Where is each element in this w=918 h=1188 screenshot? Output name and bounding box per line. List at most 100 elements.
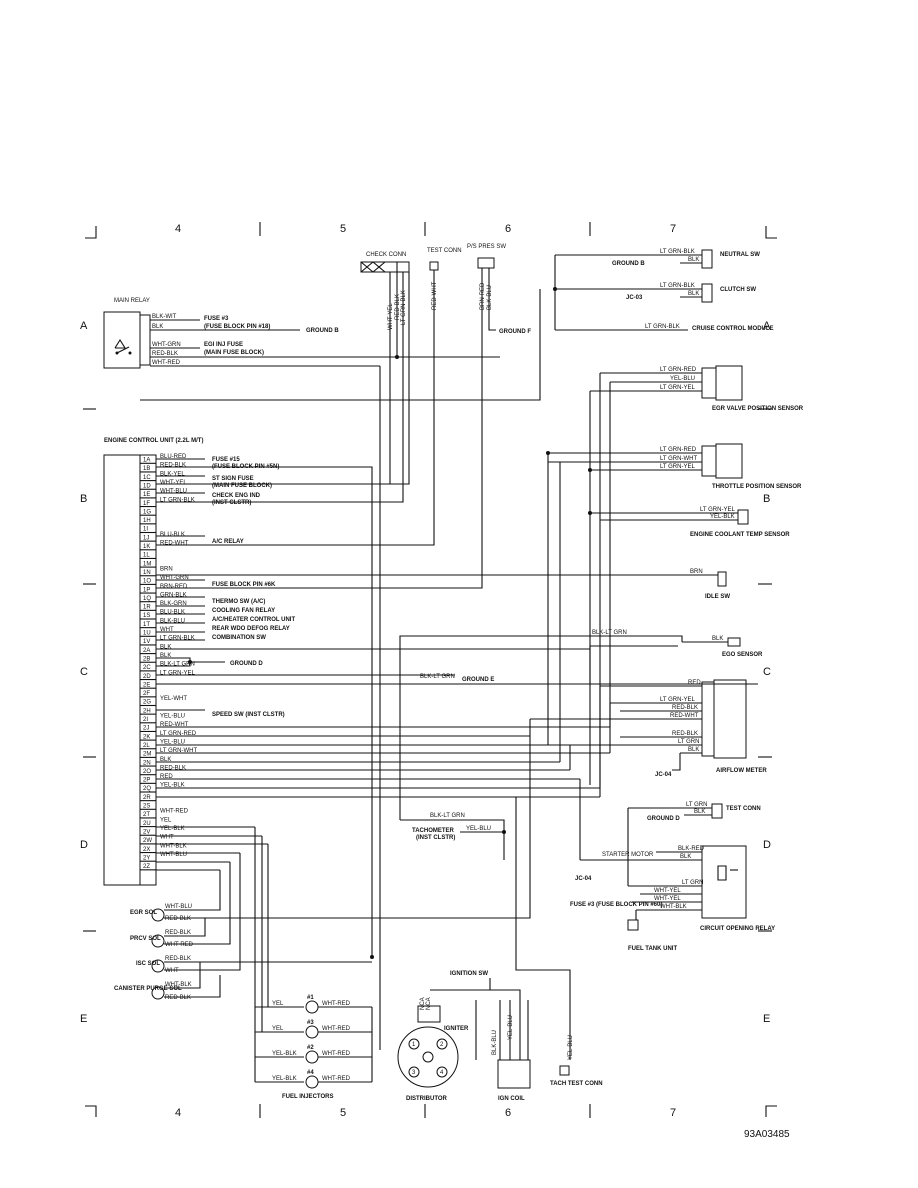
wire-label: LT GRN-BLK — [645, 324, 680, 330]
ign-coil-label: IGN COIL — [498, 1096, 525, 1102]
ecu-pin-1o: 1O — [143, 579, 151, 585]
ecu-pin-list: 1A1B1C1D1E1F1G1H1I1J1K1L1M1N1O1P1Q1R1S1T… — [140, 458, 156, 871]
row-label-right-e: E — [763, 1013, 770, 1025]
injector-wire-label: YEL-BLK — [272, 1051, 297, 1057]
corner-marks — [83, 222, 777, 1118]
ecu-wire-label-2i: YEL-BLU — [160, 714, 185, 720]
wire-label: RED — [688, 680, 701, 686]
wire-label: RED-BLK — [672, 705, 698, 711]
wire-label: BLK-BLU — [487, 285, 493, 310]
ecu-wire-label-1a: BLU-RED — [160, 454, 187, 460]
ecu-pin-2v: 2V — [143, 829, 150, 835]
ecu-pin-2y: 2Y — [143, 855, 150, 861]
tach-test-conn-label: TACH TEST CONN — [550, 1081, 603, 1087]
test-conn-right-label: TEST CONN — [726, 806, 761, 812]
distributor-terminal-number: 4 — [440, 1070, 444, 1076]
throttle-label: THROTTLE POSITION SENSOR — [712, 484, 802, 490]
ecu-pin-2l: 2L — [143, 743, 150, 749]
wire-label: YEL-BLU — [670, 376, 695, 382]
wire-label: LT GRN — [686, 802, 707, 808]
check-conn: CHECK CONN WHT-YEL RED-BLK LT GRN-BLK — [140, 252, 410, 503]
jc04-label-2: JC-04 — [575, 876, 592, 882]
wire-label: WHT-YEL — [654, 888, 681, 894]
ecu-wire-label-1n: BRN — [160, 566, 173, 572]
ecu-pin-2p: 2P — [143, 778, 150, 784]
wire-label: RED-WHT — [432, 281, 438, 310]
injector-wire-label: YEL-BLK — [272, 1076, 297, 1082]
injector-4 — [305, 1075, 319, 1089]
ecu-pin-2k: 2K — [143, 734, 150, 740]
col-label-top-6: 6 — [505, 223, 511, 235]
ecu-wire-label-1c: BLK-YEL — [160, 471, 185, 477]
ecu-wire-label-1r: BLK-GRN — [160, 601, 187, 607]
ecu-pin-1e: 1E — [143, 492, 150, 498]
ecu-pin-2h: 2H — [143, 708, 151, 714]
ecu-wire-label-2p: RED — [160, 774, 173, 780]
ecu-wire-label-1o: WHT-GRN — [160, 575, 189, 581]
ecu-pin-2n: 2N — [143, 760, 151, 766]
ecu-wire-label-2o: RED-BLK — [160, 765, 186, 771]
wire-label: WHT-YEL — [388, 303, 394, 330]
distributor-terminal — [436, 1038, 448, 1050]
ecu-pin-1p: 1P — [143, 587, 150, 593]
ecu-wire-label-2x: WHT-BLK — [160, 843, 187, 849]
wire-label: WHT-BLK — [165, 982, 192, 988]
col-label-bottom-5: 5 — [340, 1107, 346, 1119]
ps-pres-sw-label: P/S PRES SW — [467, 244, 506, 250]
wire-label: WHT-BLU — [165, 904, 192, 910]
inst-clstr-label-2: (INST CLSTR) — [416, 835, 455, 841]
ecu-pin-1l: 1L — [143, 553, 150, 559]
ecu-wire-label-1q: GRN-BLK — [160, 592, 187, 598]
ecu-wires — [156, 373, 758, 957]
wire-label: RED-BLK — [165, 916, 191, 922]
ecu-wire-label-2g: YEL-WHT — [160, 696, 187, 702]
row-label-right-c: C — [763, 666, 771, 678]
ecu-pin-2t: 2T — [143, 812, 150, 818]
injector-1 — [305, 1000, 319, 1014]
distributor-terminal — [408, 1038, 420, 1050]
ecu-pin-2r: 2R — [143, 795, 151, 801]
row-label-left-a: A — [80, 320, 88, 332]
fuel-injectors-label: FUEL INJECTORS — [282, 1094, 333, 1100]
injector-number: #1 — [307, 995, 314, 1001]
cruise-control-label: CRUISE CONTROL MODULE — [692, 326, 774, 332]
wire-label: LT GRN-RED — [660, 447, 697, 453]
wire-label: BLK — [152, 324, 163, 330]
wire-label: RED-BLK — [165, 930, 191, 936]
ps-pres-sw: P/S PRES SW GROUND F BRN-RED BLK-BLU — [140, 244, 531, 589]
egr-sol: EGR SOL WHT-BLU RED-BLK — [130, 736, 531, 922]
ecu-pin-1t: 1T — [143, 622, 150, 628]
wire-label: WHT-YEL — [654, 896, 681, 902]
ecu-wire-label-2c: BLK-LT GRN — [160, 662, 195, 668]
row-label-left-c: C — [80, 666, 88, 678]
injector-wire-label: WHT-RED — [322, 1001, 351, 1007]
ecu-pin-2j: 2J — [143, 726, 149, 732]
wire-label: NCA — [420, 997, 426, 1010]
col-label-top-5: 5 — [340, 223, 346, 235]
ego-sensor: EGO SENSOR BLK BLK-LT GRN — [399, 630, 763, 820]
rear-wdo-defog-label: REAR WDO DEFOG RELAY — [212, 626, 290, 632]
distributor-terminal — [436, 1066, 448, 1078]
canister-purge-label: CANISTER PURGE SOL — [114, 986, 182, 992]
ecu-pin-1k: 1K — [143, 544, 150, 550]
ecu-pin-2a: 2A — [143, 648, 150, 654]
wire-label: BLK — [694, 809, 705, 815]
ground-b-label: GROUND B — [306, 328, 339, 334]
wire-label: RED-BLK — [395, 294, 401, 320]
wire-label: LT GRN-BLK — [660, 249, 695, 255]
ecu-pin-2e: 2E — [143, 682, 150, 688]
isc-sol-label: ISC SOL — [136, 961, 160, 967]
wire-label: LT GRN-YEL — [660, 385, 695, 391]
wire-label: RED-BLK — [165, 995, 191, 1001]
main-relay: MAIN RELAY — [103, 298, 151, 369]
egr-valve-position-sensor: EGR VALVE POSITION SENSOR LT GRN-RED YEL… — [590, 365, 804, 412]
row-label-right-b: B — [763, 493, 770, 505]
fuse3-label: FUSE #3 — [204, 316, 229, 322]
ecu-pin-2d: 2D — [143, 674, 151, 680]
ac-heater-control-label: A/C/HEATER CONTROL UNIT — [212, 617, 295, 623]
injector-number: #3 — [307, 1020, 314, 1026]
col-label-bottom-4: 4 — [175, 1107, 181, 1119]
ecu-pin-1j: 1J — [143, 535, 149, 541]
ecu-wire-label-2v: YEL-BLK — [160, 826, 185, 832]
